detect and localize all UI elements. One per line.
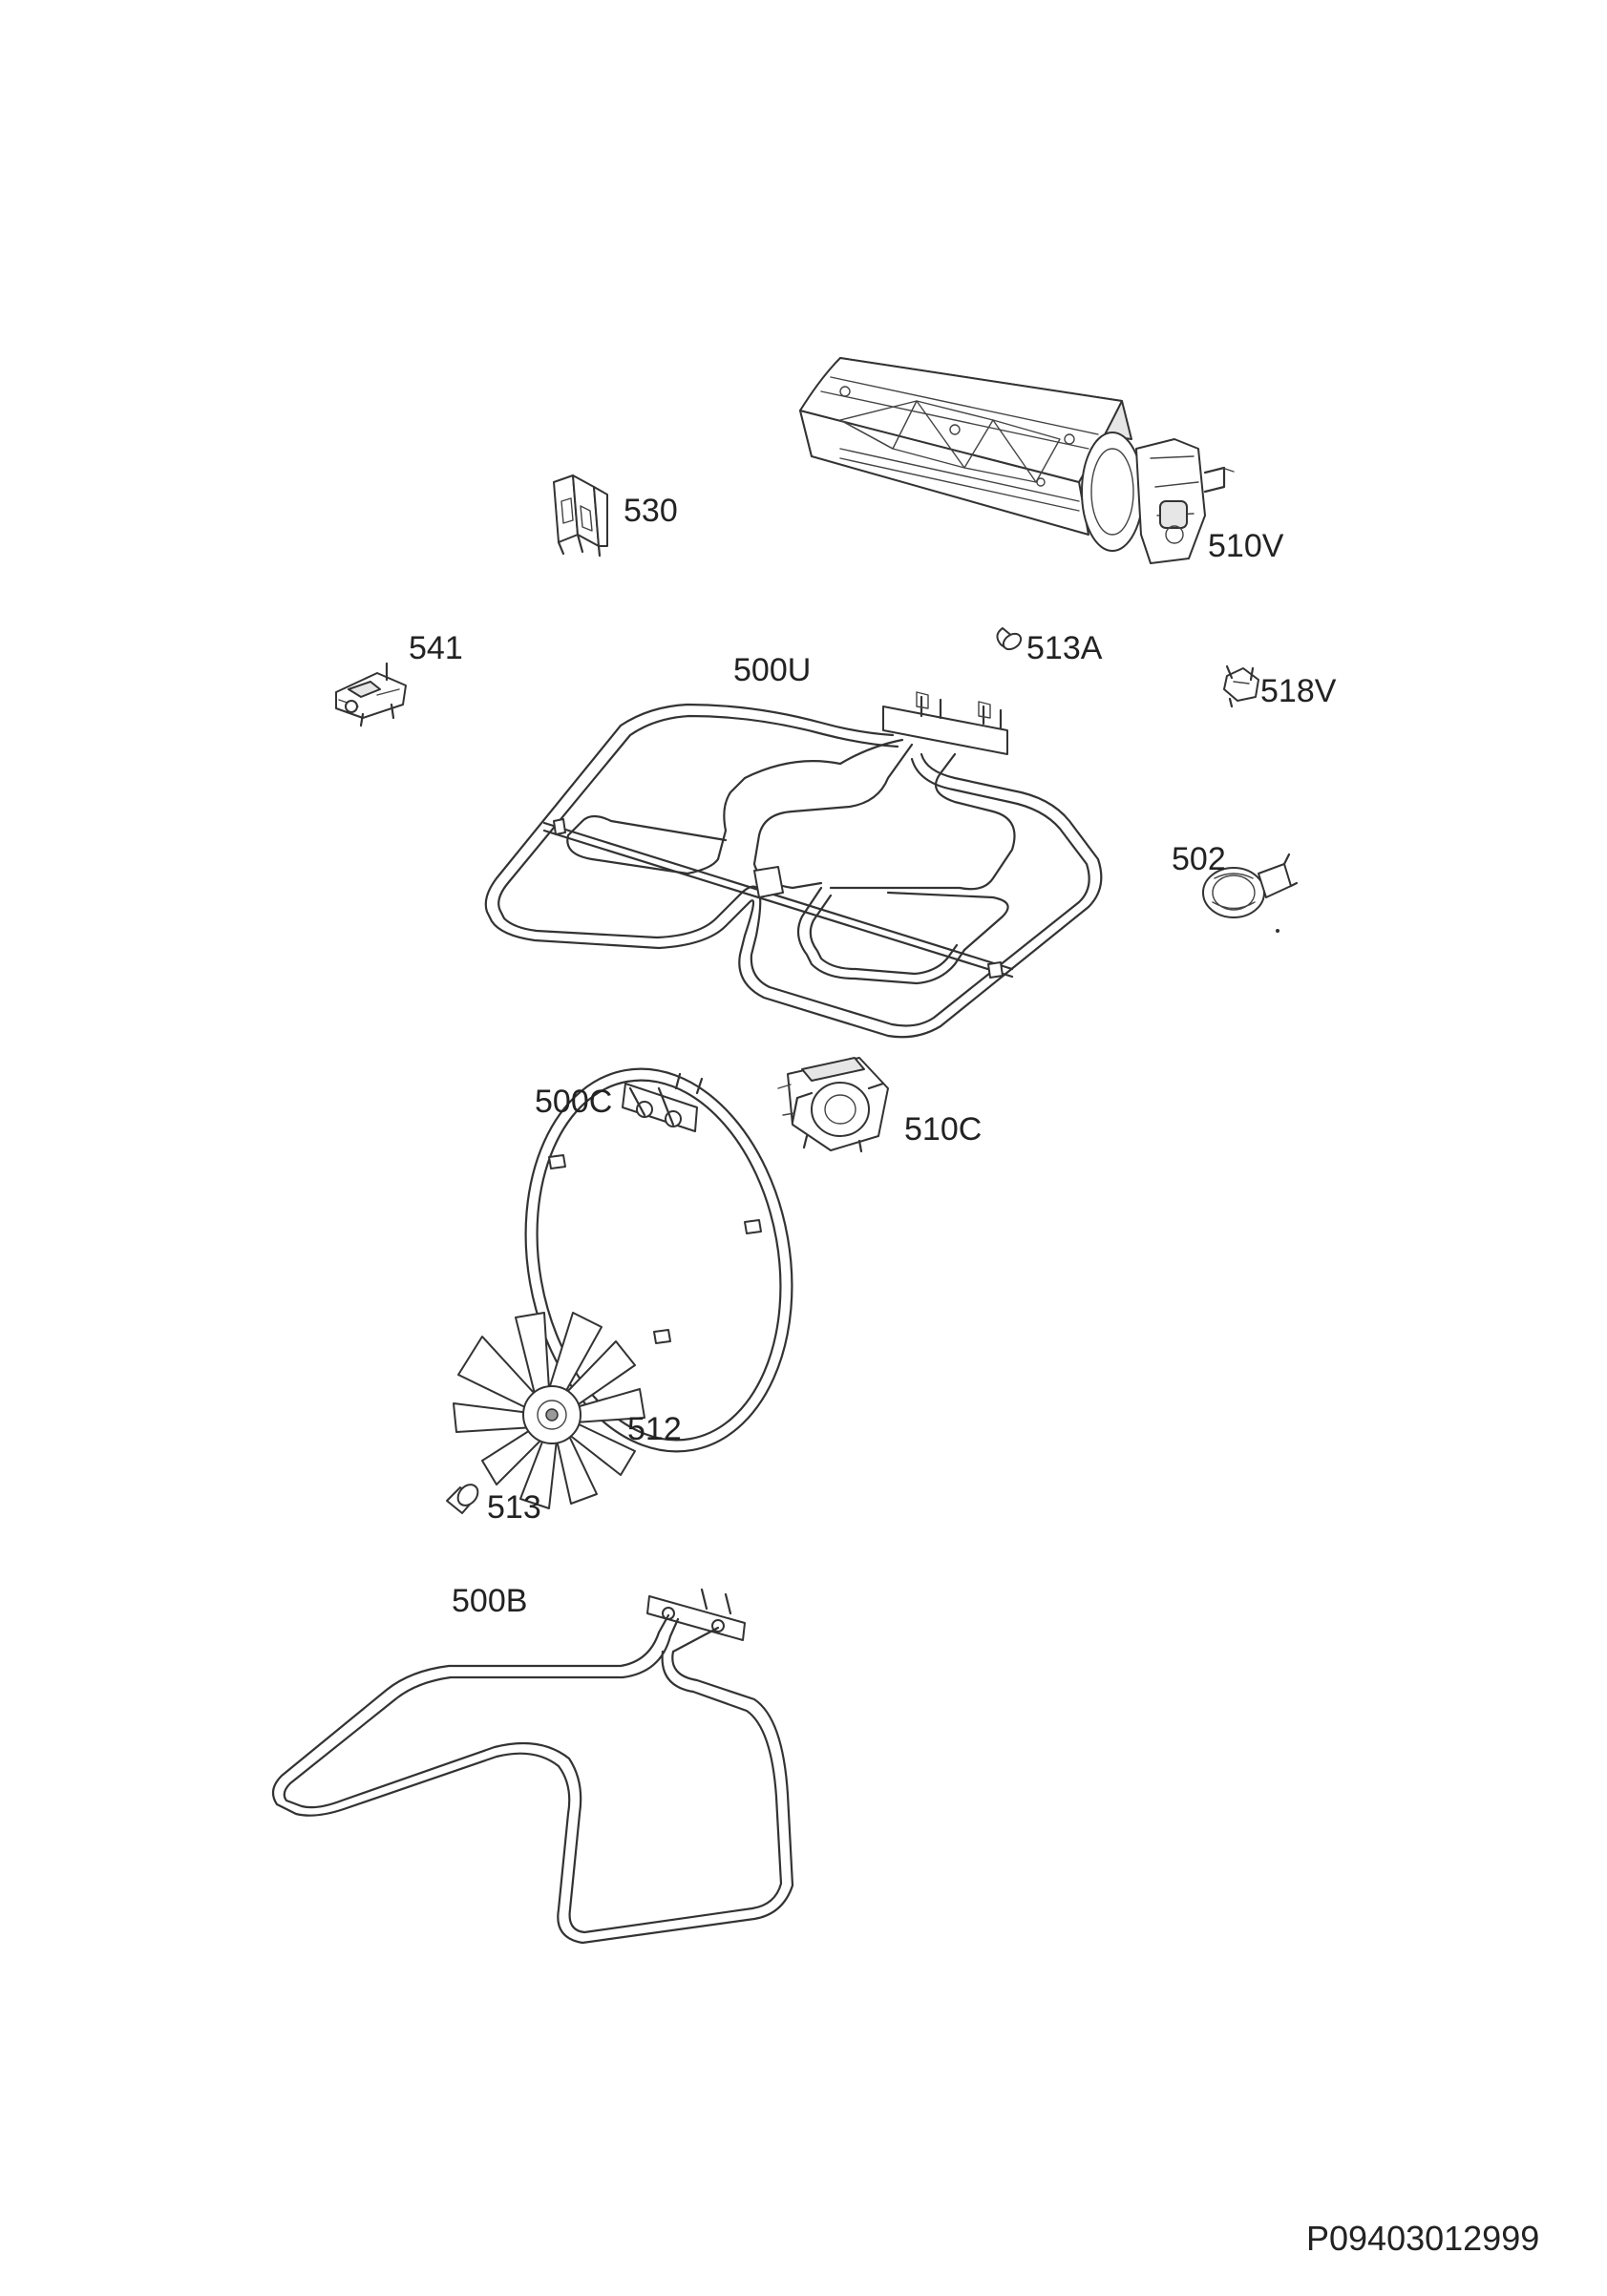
- tangential-fan-510v: [799, 357, 1226, 564]
- cap-513: [446, 1484, 479, 1514]
- bottom-element-500b: [271, 1588, 794, 1945]
- grill-element-500u: [484, 691, 1103, 1039]
- label-502: 502: [1172, 841, 1226, 877]
- label-530: 530: [624, 493, 678, 529]
- label-513a: 513A: [1026, 630, 1103, 666]
- clip-518v: [1223, 664, 1259, 708]
- label-513: 513: [487, 1489, 541, 1526]
- label-510v: 510V: [1208, 528, 1284, 564]
- fan-motor-510c: [777, 1057, 889, 1153]
- leader-lines: [1221, 467, 1235, 473]
- label-500b: 500B: [452, 1583, 528, 1619]
- label-500c: 500C: [535, 1084, 613, 1120]
- label-510c: 510C: [904, 1111, 983, 1148]
- circular-element-500c: [524, 1067, 793, 1453]
- label-500u: 500U: [733, 652, 812, 688]
- terminal-clip-530: [553, 474, 608, 558]
- thermal-cutout-541: [335, 662, 407, 727]
- diagram-reference-code: P09403012999: [1306, 2219, 1540, 2258]
- label-512: 512: [627, 1411, 682, 1447]
- lamp-holder-502: [1202, 853, 1299, 933]
- label-518v: 518V: [1260, 673, 1337, 709]
- cap-513a: [996, 627, 1023, 651]
- fan-impeller-512: [453, 1312, 645, 1509]
- label-541: 541: [409, 630, 463, 666]
